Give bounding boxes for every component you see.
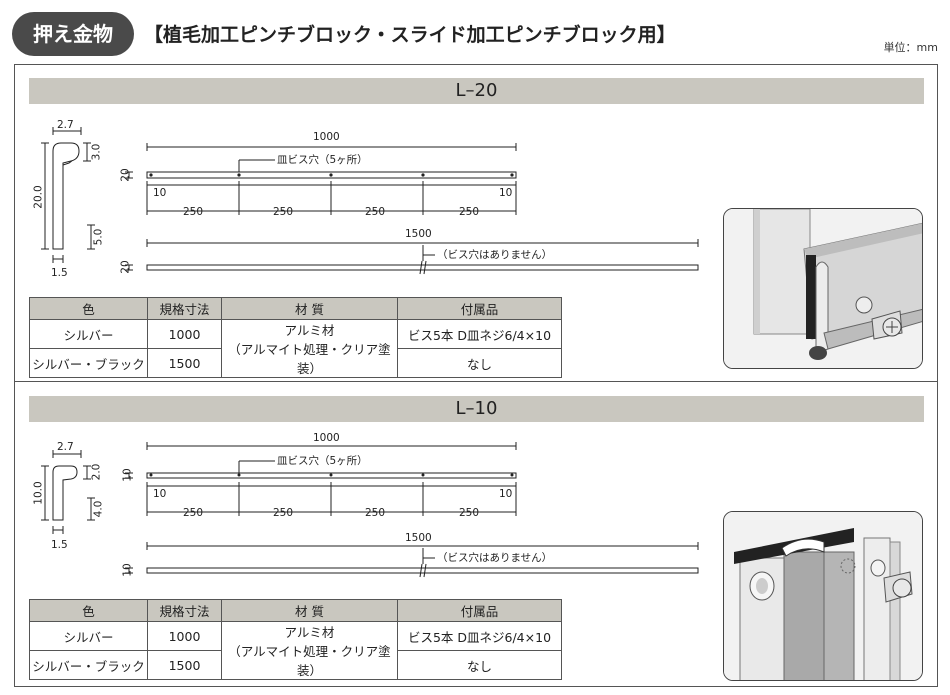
- col-material: 材 質: [221, 599, 398, 622]
- dim-low-height: 5.0: [92, 228, 105, 246]
- page-title: 【植毛加工ピンチブロック・スライド加工ピンチブロック用】: [144, 24, 676, 46]
- hole-note: 皿ビス穴（5ヶ所）: [277, 455, 368, 467]
- dim-length-1000: 1000: [313, 432, 340, 444]
- cell-accessory: ビス5本 D皿ネジ6/4×10: [397, 621, 562, 651]
- cell-size: 1000: [147, 319, 222, 349]
- dim-thickness: 1.5: [51, 539, 68, 551]
- profile-drawing: [41, 442, 699, 578]
- col-size: 規格寸法: [147, 599, 222, 622]
- dim-plan1500-height: 10: [121, 563, 134, 577]
- col-material: 材 質: [221, 297, 398, 320]
- cell-color: シルバー・ブラック: [29, 348, 148, 378]
- material-line1: アルミ材: [284, 323, 335, 338]
- profile-drawing: [41, 127, 699, 275]
- dim-width-top: 2.7: [57, 441, 74, 453]
- dim-height: 20.0: [32, 185, 45, 209]
- cell-material: アルミ材 （アルマイト処理・クリア塗装）: [221, 621, 398, 680]
- no-hole-note: （ビス穴はありません）: [437, 552, 553, 564]
- cell-accessory: なし: [397, 348, 562, 378]
- col-color: 色: [29, 599, 148, 622]
- dim-length-1500: 1500: [405, 532, 432, 544]
- spec-table: 色 規格寸法 材 質 付属品 シルバー 1000 アルミ材 （アルマイト処理・ク…: [29, 599, 562, 680]
- spec-table: 色 規格寸法 材 質 付属品 シルバー 1000 アルミ材 （アルマイト処理・ク…: [29, 297, 562, 378]
- dim-pitch-2: 250: [273, 507, 294, 519]
- material-line2: （アルマイト処理・クリア塗装）: [228, 342, 391, 376]
- unit-note: 単位：mm: [883, 41, 938, 54]
- dim-end-right: 10: [499, 187, 513, 199]
- dim-top-height: 2.0: [90, 463, 103, 481]
- model-title-bar: L–20: [29, 78, 924, 104]
- dim-pitch-3: 250: [365, 507, 386, 519]
- installation-photo: [723, 208, 923, 369]
- dim-length-1000: 1000: [313, 131, 340, 143]
- section-l20: L–20: [14, 64, 938, 382]
- cell-size: 1500: [147, 348, 222, 378]
- cell-accessory: ビス5本 D皿ネジ6/4×10: [397, 319, 562, 349]
- dim-plan-height: 20: [119, 168, 132, 182]
- dim-pitch-1: 250: [183, 507, 204, 519]
- dim-height: 10.0: [32, 481, 45, 505]
- dim-pitch-2: 250: [273, 206, 294, 218]
- section-l10: L–10: [14, 381, 938, 687]
- dim-thickness: 1.5: [51, 267, 68, 279]
- col-size: 規格寸法: [147, 297, 222, 320]
- dim-top-height: 3.0: [90, 143, 103, 161]
- dim-low-height: 4.0: [92, 500, 105, 518]
- dim-pitch-4: 250: [459, 507, 480, 519]
- dim-plan1500-height: 20: [119, 260, 132, 274]
- dim-end-left: 10: [153, 187, 167, 199]
- material-line1: アルミ材: [284, 625, 335, 640]
- dim-end-right: 10: [499, 488, 513, 500]
- dim-length-1500: 1500: [405, 228, 432, 240]
- col-color: 色: [29, 297, 148, 320]
- model-title-bar: L–10: [29, 396, 924, 422]
- cell-color: シルバー: [29, 621, 148, 651]
- dim-plan-height: 10: [121, 468, 134, 482]
- col-accessory: 付属品: [397, 599, 562, 622]
- dim-pitch-1: 250: [183, 206, 204, 218]
- material-line2: （アルマイト処理・クリア塗装）: [228, 644, 391, 678]
- installation-photo: [723, 511, 923, 681]
- hole-note: 皿ビス穴（5ヶ所）: [277, 154, 368, 166]
- cell-material: アルミ材 （アルマイト処理・クリア塗装）: [221, 319, 398, 378]
- dim-pitch-4: 250: [459, 206, 480, 218]
- cell-color: シルバー: [29, 319, 148, 349]
- col-accessory: 付属品: [397, 297, 562, 320]
- cell-size: 1500: [147, 650, 222, 680]
- dim-end-left: 10: [153, 488, 167, 500]
- cell-color: シルバー・ブラック: [29, 650, 148, 680]
- cell-accessory: なし: [397, 650, 562, 680]
- cell-size: 1000: [147, 621, 222, 651]
- no-hole-note: （ビス穴はありません）: [437, 249, 553, 261]
- dim-pitch-3: 250: [365, 206, 386, 218]
- dim-width-top: 2.7: [57, 119, 74, 131]
- category-badge: 押え金物: [12, 12, 134, 56]
